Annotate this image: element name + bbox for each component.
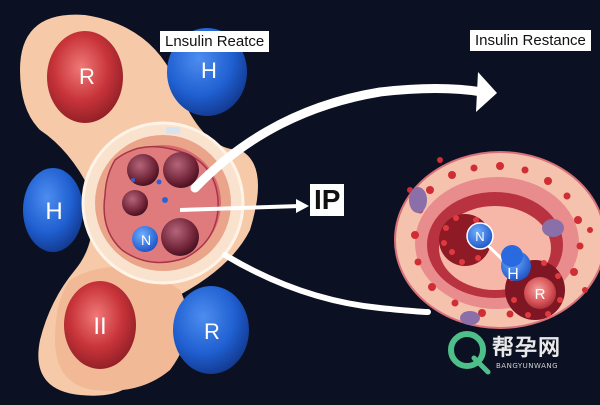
cell-label-right-h: H [507,266,519,283]
right-purple-patch [409,187,427,213]
red-cell-top-left [47,31,123,123]
arrow-center-shaft [179,204,301,212]
inner-nucleus-bottom [161,218,199,256]
right-node-n [466,222,494,250]
inner-blue-dot [156,179,162,185]
cell-label-right-n: N [475,229,484,244]
right-granules [407,157,593,318]
right-node-r [524,277,556,309]
label-left-title: Lnsulin Reatce [160,31,270,52]
watermark-logo-tail [471,355,491,375]
cell-label-r-top-left: R [79,64,95,89]
inner-nucleus-top-right [163,152,199,188]
watermark-logo [448,331,486,369]
inner-tag [166,127,180,134]
arrow-top-head [476,72,497,112]
arrow-center-head [296,199,309,213]
arrow-top-curve [190,84,487,193]
right-node-h-ring [501,245,523,267]
blue-cell-left [23,168,83,252]
right-purple-patch [460,311,480,325]
cell-label-h-top: H [201,58,217,83]
arrow-bottom-curve [222,252,431,315]
blue-cell-bottom [173,286,249,374]
watermark-text-en: BANGYUNWANG [496,362,559,370]
cell-label-right-r: R [535,286,546,303]
cell-label-r-bottom-left: II [93,313,106,340]
red-cell-bottom-left [64,281,136,369]
inner-nucleus-mid [122,190,148,216]
label-right-title: Insulin Restance [470,30,591,51]
label-center-marker: IP [310,184,345,216]
inner-blue-node [132,226,158,252]
cross-section-tissue [103,145,219,264]
cell-label-h-left: H [45,198,62,225]
watermark-text-cn: 帮孕网 [492,336,562,361]
inner-blue-dot [162,197,168,203]
right-purple-patch [542,219,564,237]
cell-label-r-bottom: R [204,319,220,344]
cell-label-inner-n: N [141,232,151,248]
inner-blue-dot [131,178,135,182]
inner-nucleus-top-left [127,154,159,186]
